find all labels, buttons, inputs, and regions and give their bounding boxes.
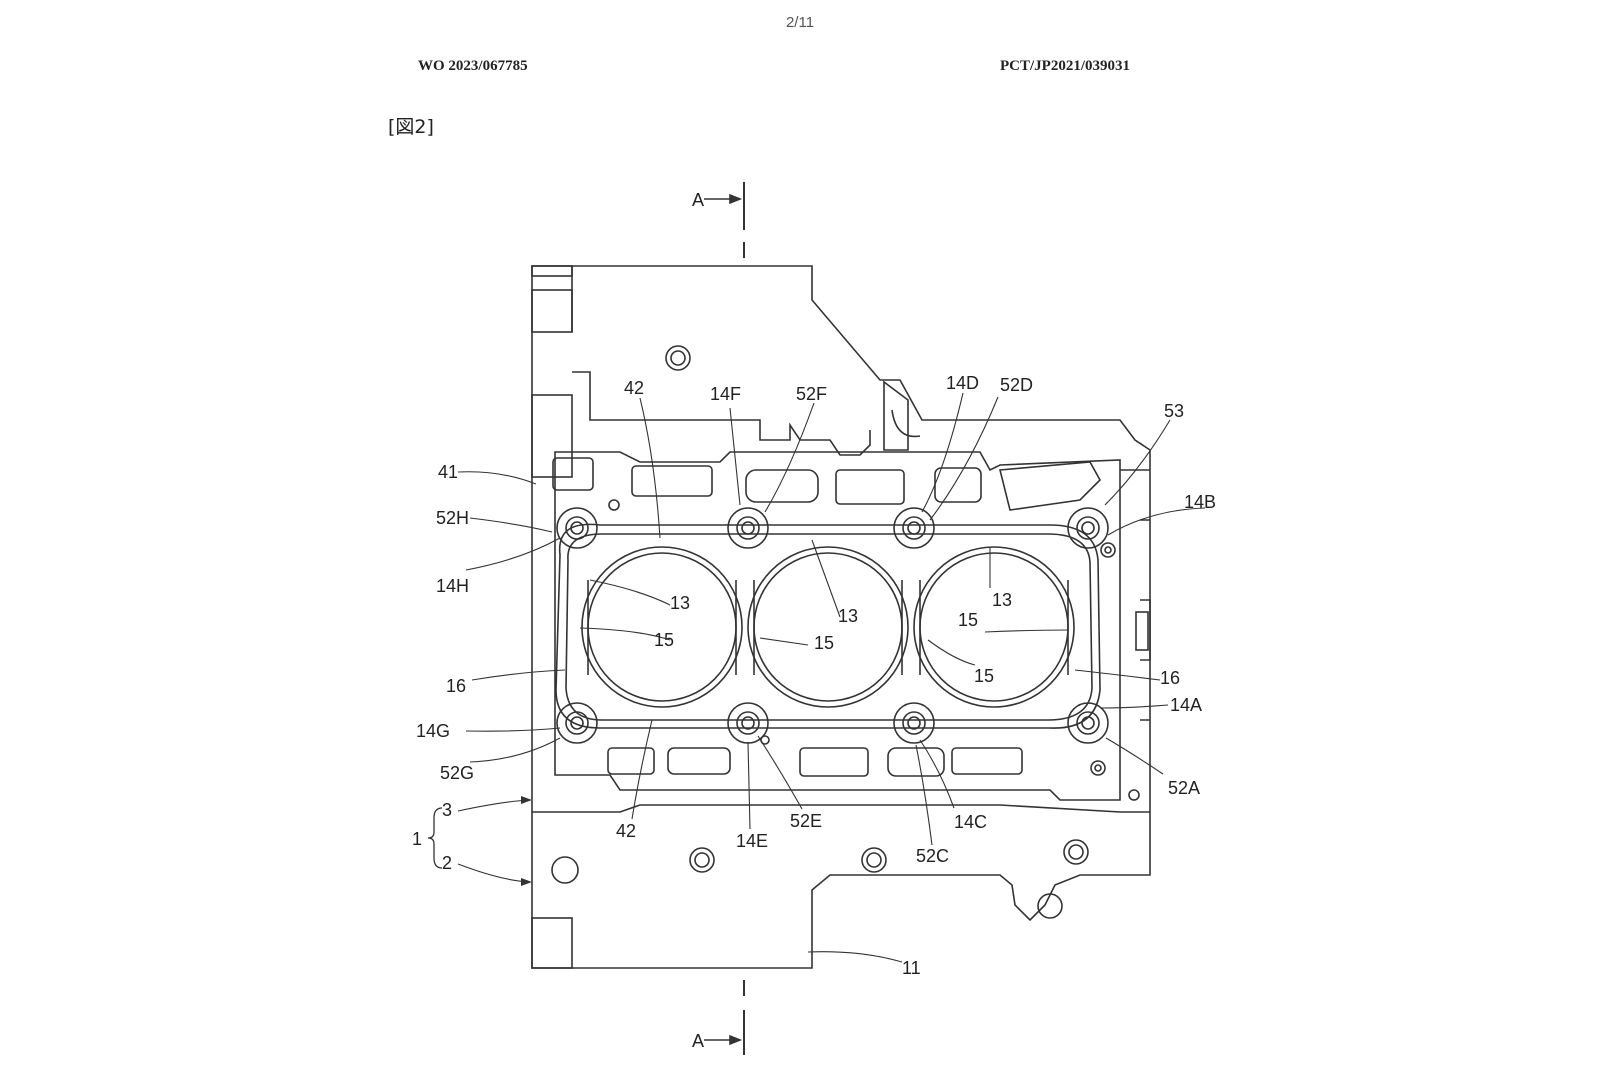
label-42-top: 42 bbox=[624, 378, 644, 398]
label-15-bore3-upper: 15 bbox=[958, 610, 978, 630]
bore-2 bbox=[747, 546, 909, 708]
label-14H: 14H bbox=[436, 576, 469, 596]
bolt-bosses bbox=[556, 507, 1109, 744]
application-number: PCT/JP2021/039031 bbox=[1000, 58, 1130, 74]
bore-gasket-outline bbox=[555, 523, 1101, 729]
label-52A: 52A bbox=[1168, 778, 1200, 798]
label-42-bottom: 42 bbox=[616, 821, 636, 841]
label-15-bore3-lower: 15 bbox=[974, 666, 994, 686]
label-11: 11 bbox=[902, 958, 921, 978]
label-14D: 14D bbox=[946, 373, 979, 393]
label-14F: 14F bbox=[710, 384, 741, 404]
label-14G: 14G bbox=[416, 721, 450, 741]
section-line bbox=[704, 182, 745, 1055]
bore-3 bbox=[913, 546, 1075, 708]
label-52G: 52G bbox=[440, 763, 474, 783]
block-outline bbox=[531, 265, 1151, 969]
label-53: 53 bbox=[1164, 401, 1184, 421]
section-label-top: A bbox=[692, 190, 704, 210]
label-3: 3 bbox=[442, 800, 452, 820]
deck-face bbox=[554, 451, 1121, 801]
bore-1 bbox=[581, 546, 743, 708]
label-52E: 52E bbox=[790, 811, 822, 831]
label-2: 2 bbox=[442, 853, 452, 873]
label-52C: 52C bbox=[916, 846, 949, 866]
label-13-bore2: 13 bbox=[838, 606, 858, 626]
figure-label: [図2] bbox=[388, 116, 434, 138]
label-1: 1 bbox=[412, 829, 422, 849]
page-number: 2/11 bbox=[785, 14, 815, 31]
label-52H: 52H bbox=[436, 508, 469, 528]
label-13-bore1: 13 bbox=[670, 593, 690, 613]
publication-number: WO 2023/067785 bbox=[418, 58, 528, 74]
label-14E: 14E bbox=[736, 831, 768, 851]
label-16-right: 16 bbox=[1160, 668, 1180, 688]
label-14B: 14B bbox=[1184, 492, 1216, 512]
label-14A: 14A bbox=[1170, 695, 1202, 715]
label-15-bore1: 15 bbox=[654, 630, 674, 650]
label-14C: 14C bbox=[954, 812, 987, 832]
label-41: 41 bbox=[438, 462, 458, 482]
label-52D: 52D bbox=[1000, 375, 1033, 395]
label-52F: 52F bbox=[796, 384, 827, 404]
section-label-bottom: A bbox=[692, 1031, 704, 1051]
label-13-bore3: 13 bbox=[992, 590, 1012, 610]
label-15-bore2: 15 bbox=[814, 633, 834, 653]
label-16-left: 16 bbox=[446, 676, 466, 696]
